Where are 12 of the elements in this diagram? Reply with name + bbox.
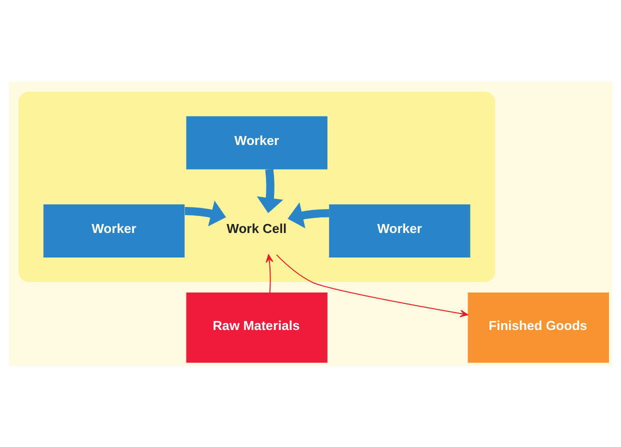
arrow [276,254,468,317]
cluster [18,91,496,282]
arrow [184,200,226,226]
node-box: Raw Materials [186,292,328,362]
node-box: Worker [186,116,328,169]
arrow [266,254,274,292]
arrow [256,168,284,213]
arrow [288,202,330,228]
node-box: Finished Goods [468,292,609,362]
node-text: Work Cell [226,220,287,236]
node-box: Worker [43,204,185,257]
node-box: Worker [329,204,470,257]
